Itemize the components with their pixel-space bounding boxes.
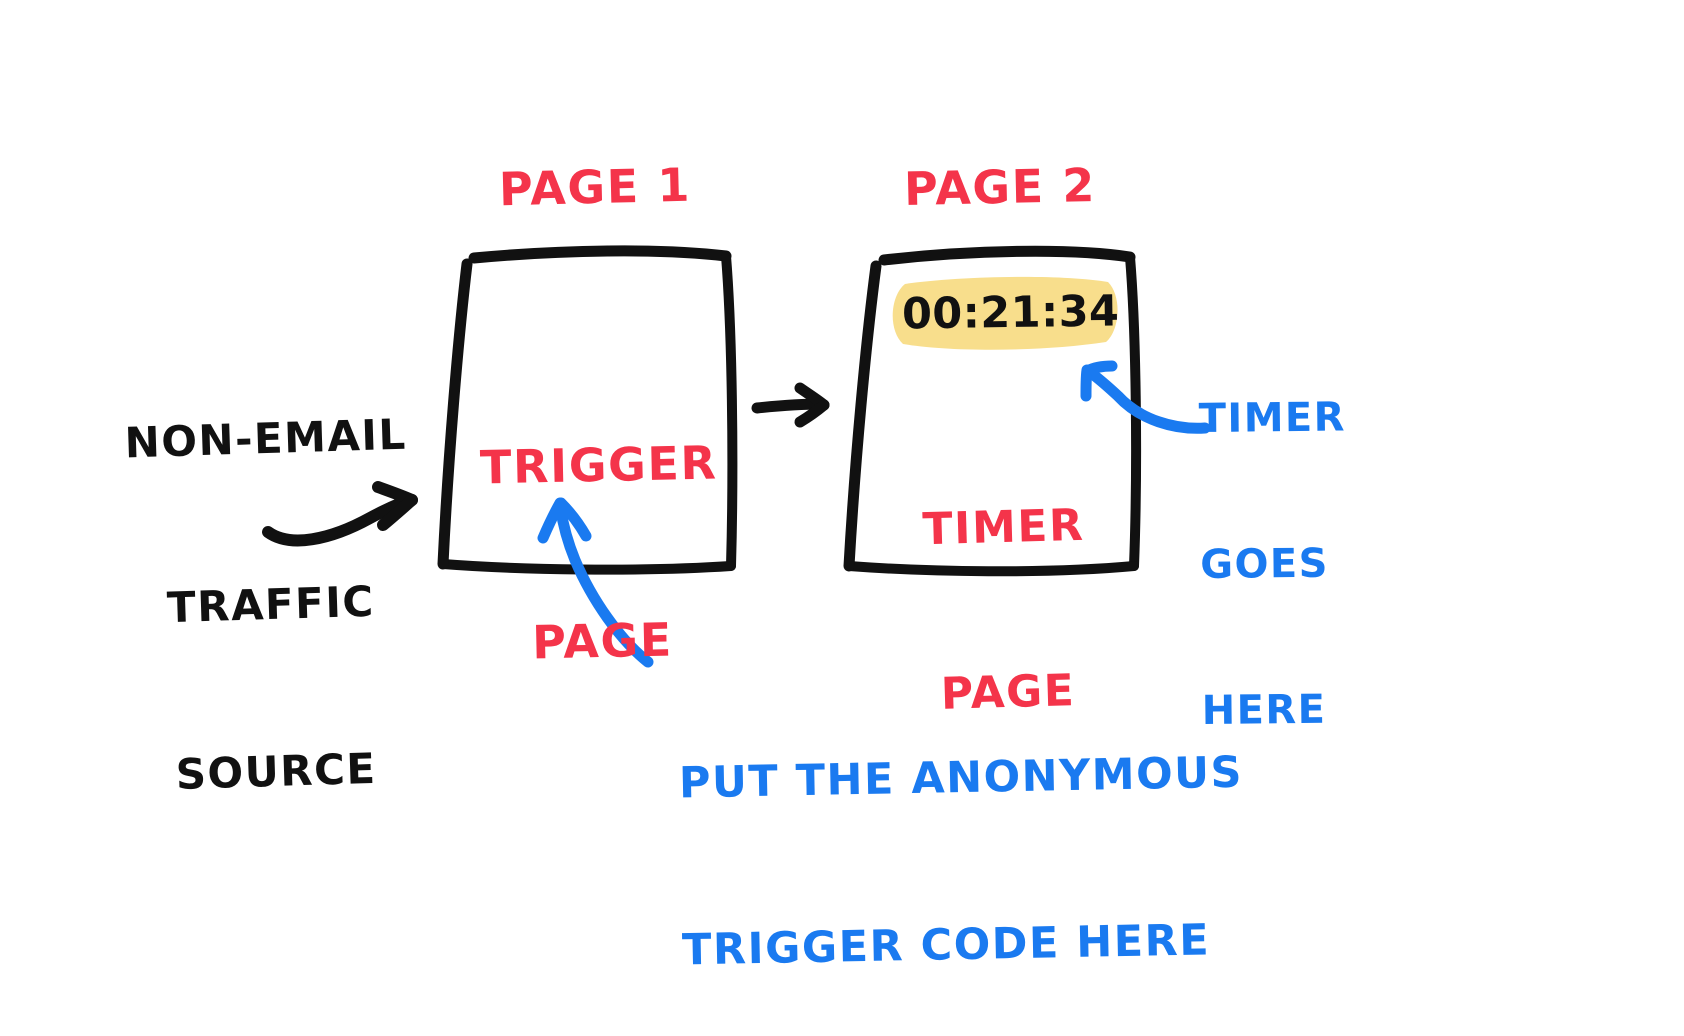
traffic-source-line-1: NON-EMAIL [123, 409, 408, 468]
traffic-source-line-3: SOURCE [174, 743, 378, 799]
page2-title: PAGE 2 [903, 157, 1097, 217]
trigger-code-annotation-line-2: TRIGGER CODE HERE [681, 915, 1211, 976]
curved-arrow-left-icon [1080, 360, 1211, 434]
traffic-source-label: NON-EMAIL TRAFFIC SOURCE [101, 295, 438, 859]
diagram-canvas [262, 245, 1211, 668]
traffic-source-line-2: TRAFFIC [166, 576, 376, 633]
trigger-code-annotation: PUT THE ANONYMOUS TRIGGER CODE HERE [676, 636, 1244, 1036]
page2-box[interactable] [843, 245, 1142, 577]
page2-body-line-1: TIMER [921, 499, 1086, 556]
page1-body-line-1: TRIGGER [479, 435, 719, 495]
timer-highlight [892, 276, 1118, 350]
trigger-code-annotation-line-1: PUT THE ANONYMOUS [678, 747, 1244, 809]
timer-annotation-line-2: GOES [1200, 540, 1330, 588]
timer-annotation-line-1: TIMER [1198, 394, 1347, 442]
timer-annotation: TIMER GOES HERE [1197, 295, 1392, 785]
arrow-right-icon [751, 382, 830, 428]
curved-arrow-right-icon [262, 481, 418, 547]
curved-arrow-up-icon [537, 497, 654, 668]
page1-title: PAGE 1 [498, 157, 692, 217]
timer-display: 00:21:34 [901, 286, 1120, 340]
timer-annotation-line-3: HERE [1201, 687, 1327, 735]
